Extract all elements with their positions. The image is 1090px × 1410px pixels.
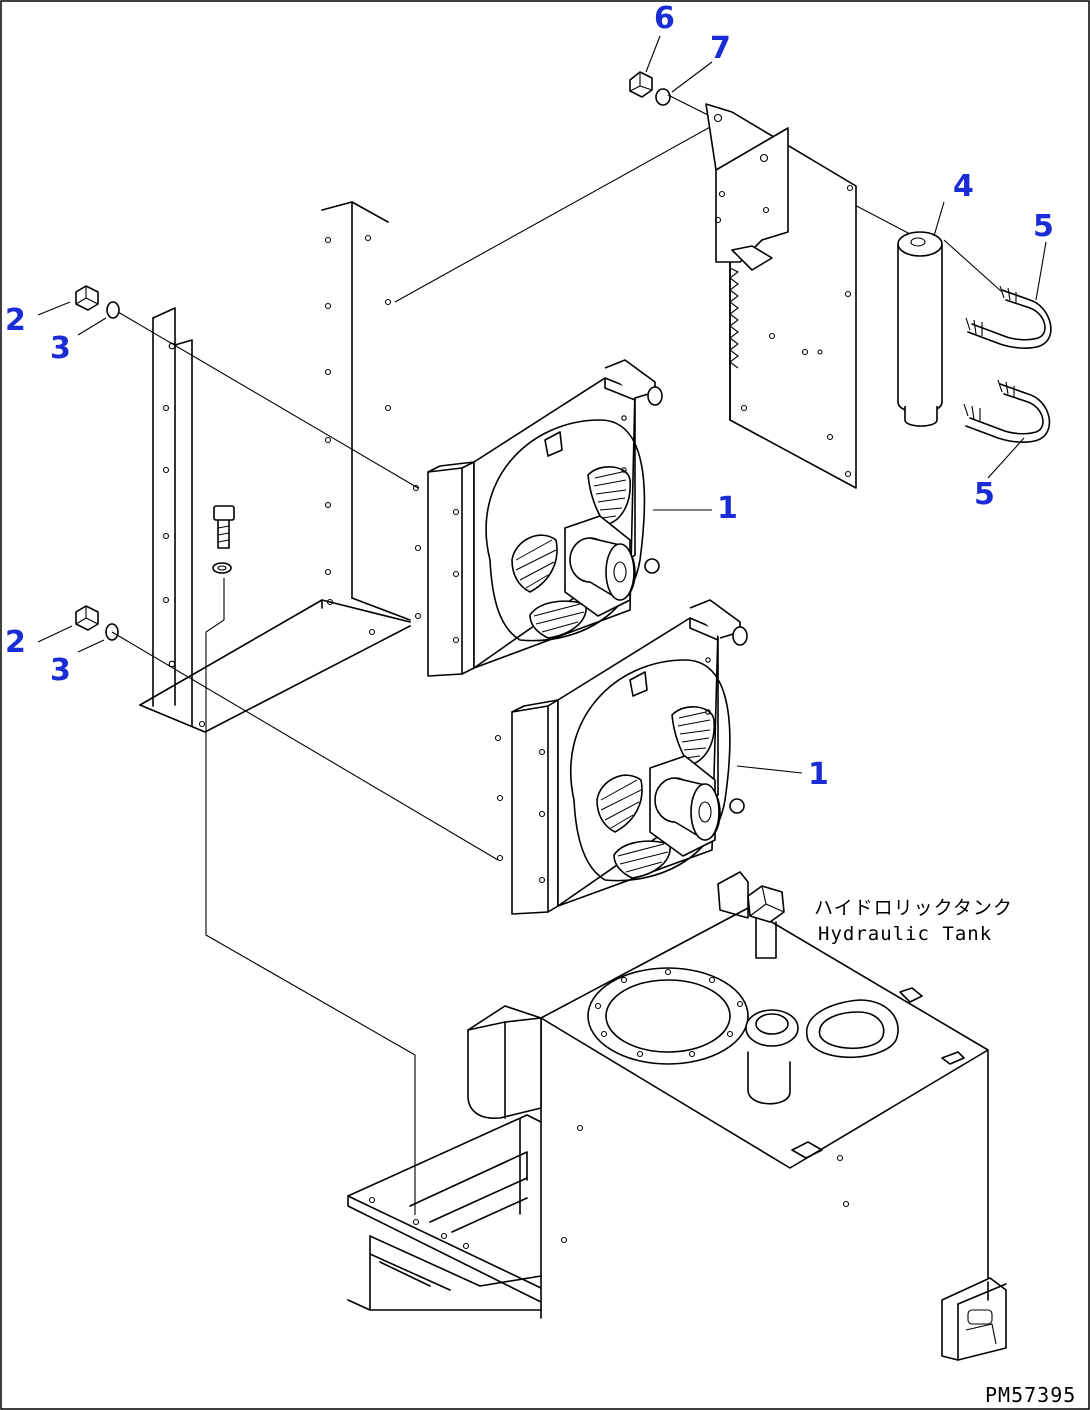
machine-frame <box>347 1114 542 1311</box>
leader-lines <box>37 35 1047 774</box>
lower-oil-cooler <box>494 599 748 915</box>
washer-3-lower <box>105 623 119 641</box>
filter-4 <box>897 231 943 427</box>
callout-4: 4 <box>953 169 974 204</box>
callout-5-lower: 5 <box>974 477 995 512</box>
nut-2-upper <box>75 285 99 311</box>
callouts: 1 1 2 2 3 3 4 5 5 6 7 <box>5 1 1054 792</box>
u-bolt-upper <box>965 285 1052 349</box>
upper-oil-cooler <box>412 359 663 677</box>
hydraulic-tank <box>467 871 1007 1361</box>
nut-2-lower <box>75 605 99 631</box>
assembly-lines <box>111 94 1003 1215</box>
callout-3-lower: 3 <box>50 653 71 688</box>
hydraulic-tank-label-jp: ハイドロリックタンク <box>814 897 1013 919</box>
washer-3-upper <box>106 301 120 319</box>
drawing-code: PM57395 <box>985 1383 1076 1407</box>
callout-2-upper: 2 <box>5 303 26 338</box>
callout-1-lower: 1 <box>808 757 829 792</box>
callout-1-upper: 1 <box>717 491 738 526</box>
callout-6: 6 <box>654 1 675 36</box>
mounting-plate <box>705 103 857 489</box>
callout-3-upper: 3 <box>50 331 71 366</box>
callout-5-upper: 5 <box>1033 209 1054 244</box>
support-frame <box>139 201 411 735</box>
nut-6 <box>629 71 653 98</box>
washer-7 <box>655 88 671 106</box>
callout-2-lower: 2 <box>5 625 26 660</box>
hydraulic-tank-label-en: Hydraulic Tank <box>818 923 992 945</box>
u-bolt-lower <box>963 379 1051 443</box>
callout-7: 7 <box>710 31 731 66</box>
